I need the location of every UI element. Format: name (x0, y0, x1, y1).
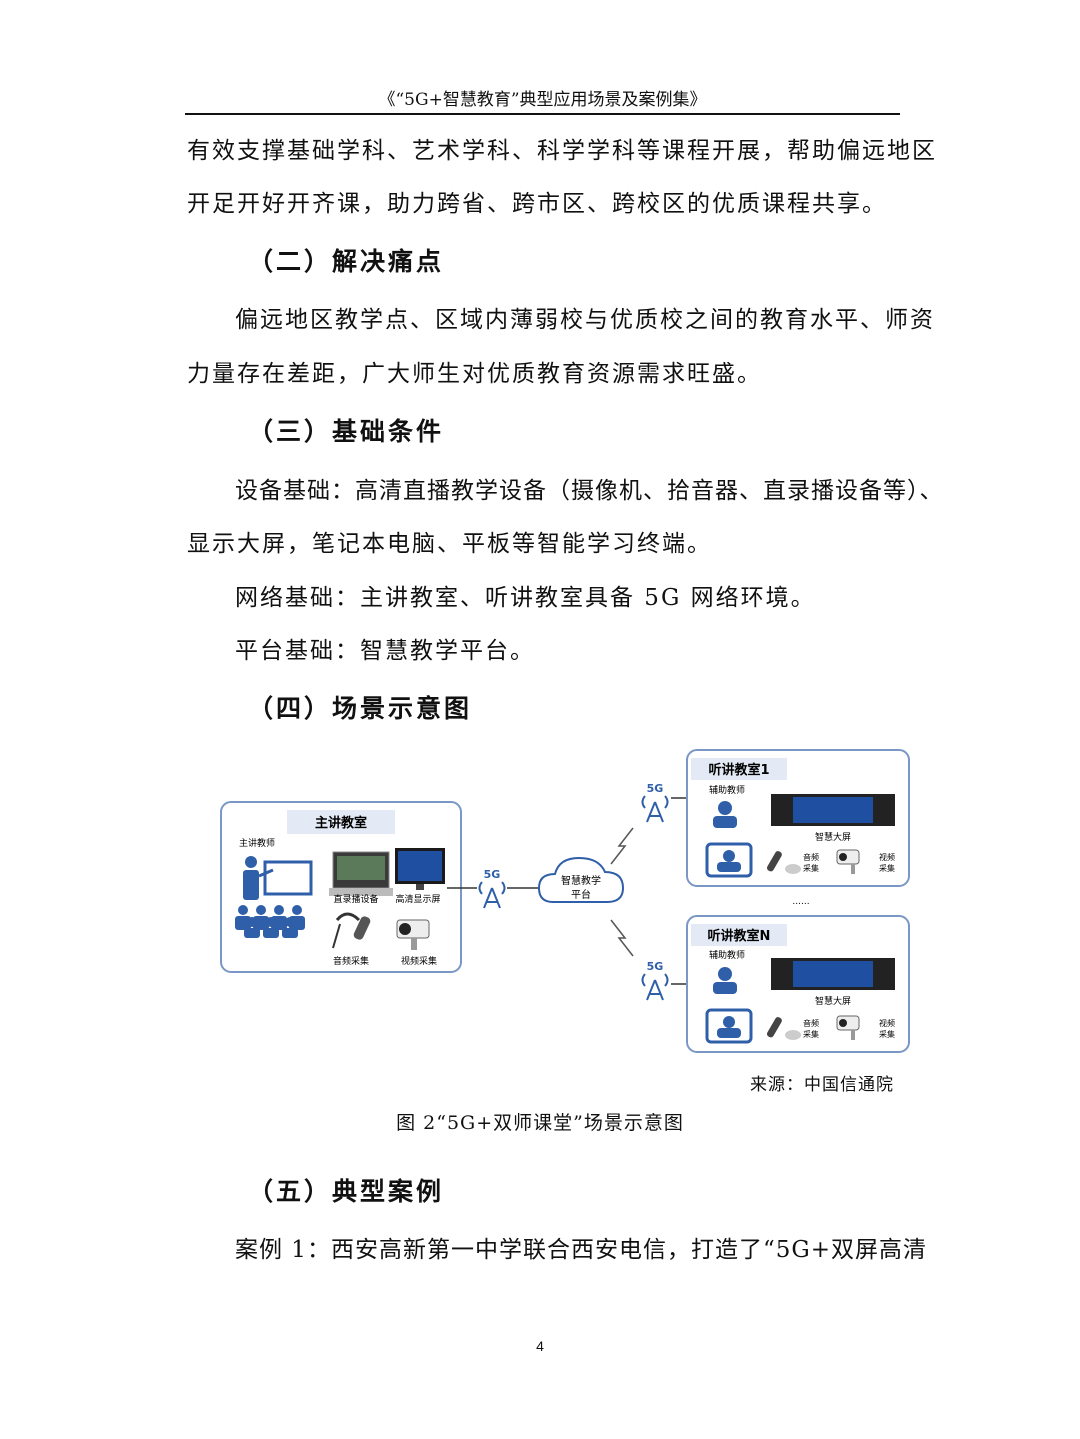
recorder-label: 直录播设备 (333, 893, 378, 905)
wireless-link-icon (610, 827, 634, 865)
svg-text:视频: 视频 (879, 1018, 895, 1028)
para5: 平台基础：智慧教学平台。 (235, 638, 535, 664)
running-header: 《“5G+智慧教育”典型应用场景及案例集》 (378, 90, 707, 110)
svg-text:采集: 采集 (879, 1029, 895, 1039)
para4: 网络基础：主讲教室、听讲教室具备 5G 网络环境。 (235, 585, 816, 611)
assistant-teacher-icon (713, 967, 737, 994)
para3-line2: 显示大屏，笔记本电脑、平板等智能学习终端。 (187, 531, 712, 557)
para2-line2: 力量存在差距，广大师生对优质教育资源需求旺盛。 (187, 361, 762, 387)
svg-text:采集: 采集 (803, 1029, 819, 1039)
para6: 案例 1：西安高新第一中学联合西安电信，打造了“5G+双屏高清 (235, 1237, 927, 1263)
listening-room-n-panel: 听讲教室N 辅助教师 智慧大屏 音频 采集 视频 采集 (686, 915, 910, 1053)
main-classroom-panel: 主讲教室 主讲教师 直录播设备 高清显示屏 (220, 801, 462, 973)
roomN-screen-label: 智慧大屏 (815, 995, 851, 1007)
camera-icon (396, 919, 430, 950)
svg-text:音频: 音频 (803, 852, 819, 862)
svg-text:视频: 视频 (879, 852, 895, 862)
page-number: 4 (536, 1338, 544, 1354)
room1-screen-label: 智慧大屏 (815, 831, 851, 843)
video-conference-icon (705, 842, 753, 878)
svg-text:5G: 5G (484, 868, 501, 881)
para1-line2: 开足开好开齐课，助力跨省、跨市区、跨校区的优质课程共享。 (187, 191, 887, 217)
antenna-icon: 5G (641, 960, 669, 1001)
figure-source: 来源：中国信通院 (750, 1075, 894, 1095)
platform-label-1: 智慧教学 (561, 874, 601, 887)
main-video-label: 视频采集 (401, 955, 437, 967)
figure-caption: 图 2“5G+双师课堂”场景示意图 (396, 1112, 684, 1134)
section-heading-3: （三）基础条件 (248, 417, 445, 446)
antenna-icon: 5G (641, 782, 669, 823)
mic-icon (767, 851, 801, 874)
platform-label-2: 平台 (571, 888, 591, 901)
microphone-headset-icon (332, 912, 371, 949)
camera-icon (836, 849, 860, 874)
video-conference-icon (705, 1008, 753, 1044)
scene-diagram: 主讲教室 主讲教师 直录播设备 高清显示屏 (220, 749, 910, 1053)
smart-screen-icon (771, 958, 895, 990)
section-heading-2: （二）解决痛点 (248, 247, 445, 276)
display-label: 高清显示屏 (395, 893, 440, 905)
assistant-teacher-icon (713, 801, 737, 828)
room1-assistant-label: 辅助教师 (709, 784, 745, 796)
room1-title: 听讲教室1 (708, 762, 769, 778)
listening-room-1-panel: 听讲教室1 辅助教师 智慧大屏 音频 采集 视频 采集 (686, 749, 910, 887)
para1-line1: 有效支撑基础学科、艺术学科、科学学科等课程开展，帮助偏远地区 (187, 138, 937, 164)
main-audio-label: 音频采集 (333, 955, 369, 967)
ellipsis: ...... (792, 897, 809, 907)
section-heading-4: （四）场景示意图 (248, 694, 473, 723)
hd-display-icon (395, 848, 445, 890)
main-teacher-label: 主讲教师 (239, 837, 275, 849)
mic-icon (766, 1017, 801, 1040)
svg-text:音频: 音频 (803, 1018, 819, 1028)
para3-line1: 设备基础：高清直播教学设备（摄像机、拾音器、直录播设备等）、 (235, 478, 944, 504)
svg-text:5G: 5G (647, 782, 664, 795)
recorder-device-icon (329, 851, 393, 896)
para2-line1: 偏远地区教学点、区域内薄弱校与优质校之间的教育水平、师资 (235, 307, 935, 333)
svg-text:5G: 5G (647, 960, 664, 973)
main-room-title: 主讲教室 (315, 815, 367, 831)
wireless-link-icon (610, 919, 634, 957)
roomN-title: 听讲教室N (708, 928, 771, 944)
platform-cloud: 智慧教学 平台 (537, 856, 625, 903)
teacher-students-icon (235, 856, 313, 938)
camera-icon (836, 1015, 860, 1040)
section-heading-5: （五）典型案例 (248, 1177, 445, 1206)
header-rule (185, 113, 900, 115)
svg-text:采集: 采集 (879, 863, 895, 873)
roomN-assistant-label: 辅助教师 (709, 949, 745, 961)
svg-text:采集: 采集 (803, 863, 819, 873)
smart-screen-icon (771, 794, 895, 826)
antenna-icon: 5G (478, 868, 506, 909)
